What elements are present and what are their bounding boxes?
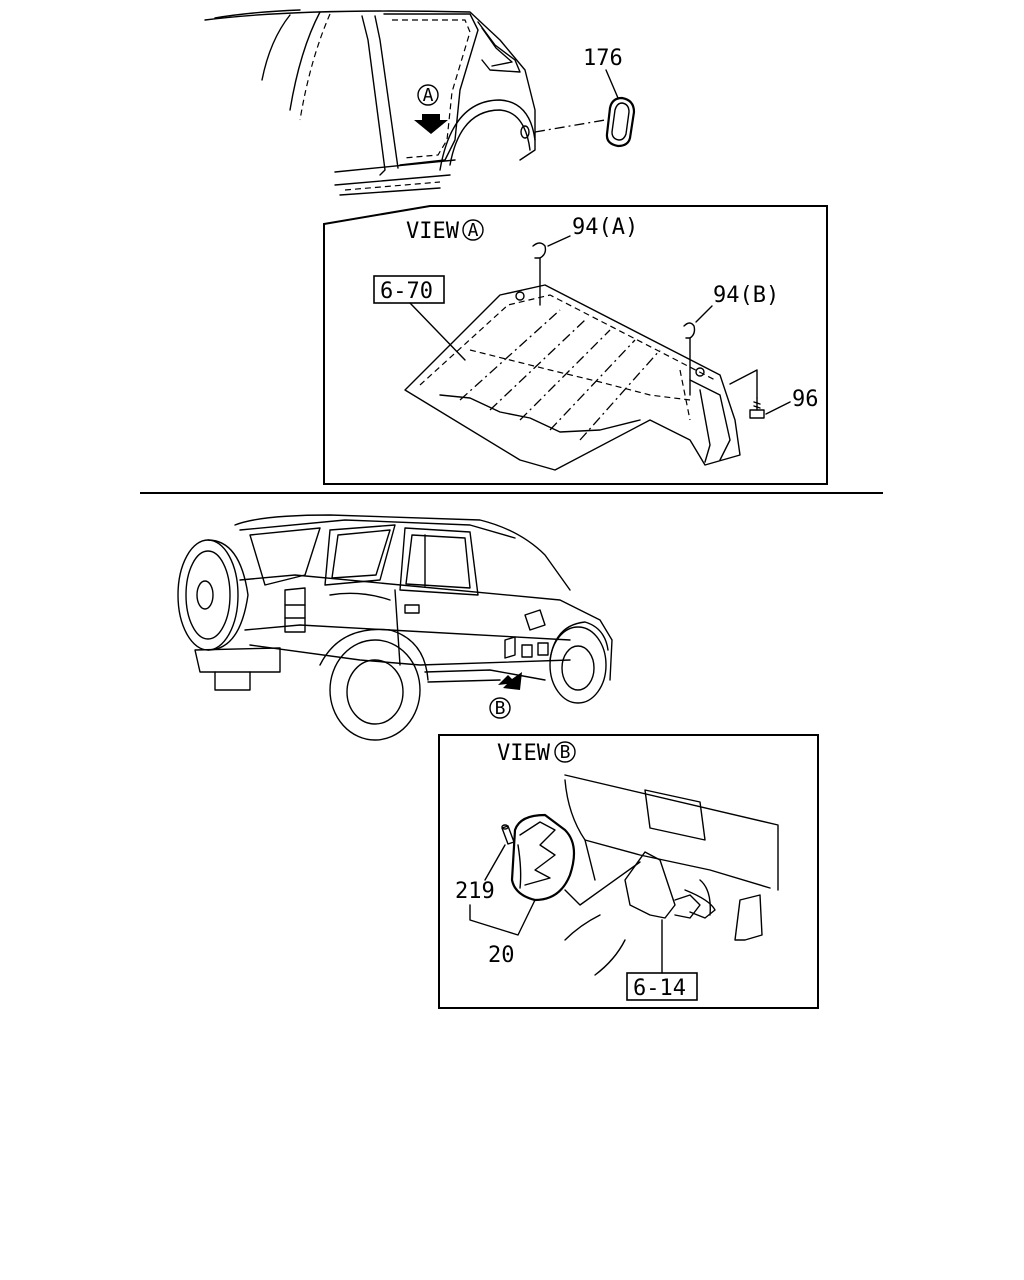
- view-a-title: VIEW: [406, 219, 460, 244]
- view-a-direction-arrow: [414, 114, 448, 134]
- ref-6-14-box: 6-14: [626, 972, 698, 1001]
- part-94b-leader: [695, 305, 713, 323]
- part-96-label: 96: [792, 387, 819, 412]
- part-176-grommet: [605, 96, 636, 148]
- view-a-title-letter: A: [462, 219, 484, 241]
- part-94b-clip: [683, 322, 696, 396]
- part-20-label: 20: [488, 943, 515, 968]
- svg-text:A: A: [423, 85, 434, 106]
- ref-6-70-leader: [409, 302, 466, 361]
- part-219-pin: [501, 824, 515, 845]
- part-219-label: 219: [455, 879, 495, 904]
- ref-6-70-box: 6-70: [373, 275, 445, 304]
- rear-quarter-body-illustration: [204, 9, 606, 196]
- part-94a-label: 94(A): [572, 215, 638, 240]
- svg-text:6-14: 6-14: [633, 976, 686, 1001]
- svg-text:B: B: [560, 742, 571, 763]
- part-176-label: 176: [583, 46, 623, 71]
- svg-text:A: A: [468, 220, 479, 241]
- view-b-marker: B: [489, 697, 511, 719]
- part-94a-clip: [532, 242, 547, 306]
- view-b-direction-arrow: [498, 672, 522, 690]
- view-b-panel: VIEW B 219: [438, 734, 819, 1009]
- part-94a-leader: [547, 235, 571, 247]
- part-176-leader: [605, 69, 619, 99]
- view-b-title-letter: B: [554, 741, 576, 763]
- part-96-leader: [765, 401, 791, 415]
- part-94b-label: 94(B): [713, 283, 779, 308]
- part-20-leader: [469, 899, 536, 936]
- view-a-marker: A: [417, 84, 439, 106]
- svg-text:6-70: 6-70: [380, 279, 433, 304]
- part-96-bolt: [729, 369, 765, 419]
- part-20-grommet-cover: [510, 813, 576, 902]
- view-b-title: VIEW: [497, 741, 551, 766]
- part-219-leader: [484, 844, 506, 881]
- view-a-panel: VIEW A 94(A): [323, 205, 828, 485]
- rear-floor-panel: [404, 284, 741, 471]
- svg-text:B: B: [495, 698, 506, 719]
- vehicle-rear-three-quarter-illustration: [177, 514, 613, 741]
